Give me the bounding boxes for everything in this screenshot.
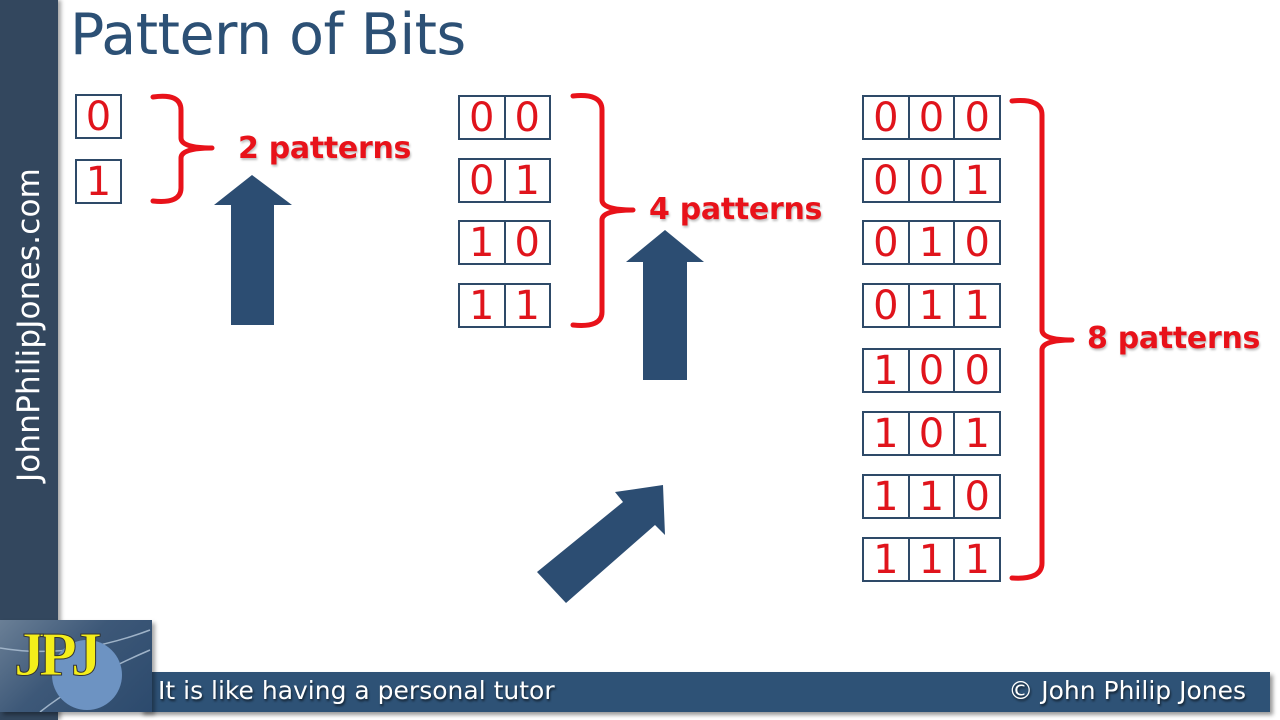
bit-cell: 1 bbox=[953, 413, 999, 454]
pattern-count-label-8: 8 patterns bbox=[1087, 321, 1261, 356]
curly-brace-icon bbox=[1009, 98, 1075, 581]
bit-cell: 0 bbox=[953, 97, 999, 138]
bit-pattern: 1 1 0 bbox=[862, 474, 1001, 519]
bit-cell: 0 bbox=[953, 350, 999, 391]
bit-pattern: 0 0 1 bbox=[862, 158, 1001, 203]
bit-pattern: 1 0 1 bbox=[862, 411, 1001, 456]
bit-cell: 0 bbox=[907, 160, 954, 201]
bit-cell: 0 bbox=[85, 93, 112, 140]
logo-text: JPJ bbox=[14, 621, 103, 690]
bit-cell: 1 bbox=[469, 282, 495, 329]
bit-cell: 1 bbox=[907, 476, 954, 517]
jpj-logo: JPJ bbox=[0, 620, 152, 712]
pattern-count-label-2: 2 patterns bbox=[238, 131, 412, 166]
curly-brace-icon bbox=[150, 93, 215, 204]
bit-pattern: 1 1 1 bbox=[862, 537, 1001, 582]
bit-pattern: 1 1 bbox=[458, 283, 551, 328]
footer-bar: It is like having a personal tutor © Joh… bbox=[140, 672, 1270, 712]
bit-cell: 0 bbox=[503, 222, 550, 263]
bit-cell: 1 bbox=[907, 539, 954, 580]
bit-pattern: 0 1 1 bbox=[862, 283, 1001, 328]
slide-title: Pattern of Bits bbox=[70, 2, 466, 68]
bit-cell: 0 bbox=[469, 157, 495, 204]
bit-cell: 0 bbox=[953, 222, 999, 263]
footer-copyright: © John Philip Jones bbox=[1008, 676, 1246, 705]
bit-cell: 1 bbox=[873, 347, 899, 394]
bit-cell: 1 bbox=[907, 285, 954, 326]
bit-cell: 0 bbox=[873, 157, 899, 204]
bit-cell: 1 bbox=[469, 219, 495, 266]
up-arrow-icon bbox=[214, 175, 292, 325]
diagonal-arrow-icon bbox=[537, 485, 665, 603]
bit-cell: 1 bbox=[873, 536, 899, 583]
bit-cell: 1 bbox=[953, 539, 999, 580]
bit-pattern: 0 0 bbox=[458, 95, 551, 140]
sidebar: JohnPhilipJones.com bbox=[0, 0, 58, 720]
bit-cell: 1 bbox=[503, 285, 550, 326]
bit-pattern: 1 bbox=[75, 159, 122, 204]
bit-cell: 0 bbox=[873, 94, 899, 141]
bit-cell: 0 bbox=[469, 94, 495, 141]
bit-cell: 0 bbox=[503, 97, 550, 138]
bit-cell: 1 bbox=[953, 160, 999, 201]
bit-cell: 0 bbox=[873, 219, 899, 266]
bit-pattern: 0 1 0 bbox=[862, 220, 1001, 265]
bit-pattern: 1 0 0 bbox=[862, 348, 1001, 393]
bit-cell: 1 bbox=[953, 285, 999, 326]
bit-cell: 1 bbox=[85, 158, 112, 205]
bit-cell: 0 bbox=[907, 413, 954, 454]
bit-pattern: 0 bbox=[75, 94, 122, 139]
footer-tagline: It is like having a personal tutor bbox=[158, 676, 555, 705]
bit-pattern: 0 1 bbox=[458, 158, 551, 203]
bit-cell: 1 bbox=[873, 473, 899, 520]
curly-brace-icon bbox=[570, 93, 636, 328]
bit-pattern: 1 0 bbox=[458, 220, 551, 265]
bit-cell: 0 bbox=[873, 282, 899, 329]
bit-cell: 1 bbox=[503, 160, 550, 201]
bit-cell: 1 bbox=[873, 410, 899, 457]
bit-pattern: 0 0 0 bbox=[862, 95, 1001, 140]
bit-cell: 0 bbox=[953, 476, 999, 517]
bit-cell: 0 bbox=[907, 350, 954, 391]
up-arrow-icon bbox=[626, 230, 704, 380]
bit-cell: 1 bbox=[907, 222, 954, 263]
logo-circle bbox=[52, 640, 122, 710]
pattern-count-label-4: 4 patterns bbox=[649, 192, 823, 227]
bit-cell: 0 bbox=[907, 97, 954, 138]
